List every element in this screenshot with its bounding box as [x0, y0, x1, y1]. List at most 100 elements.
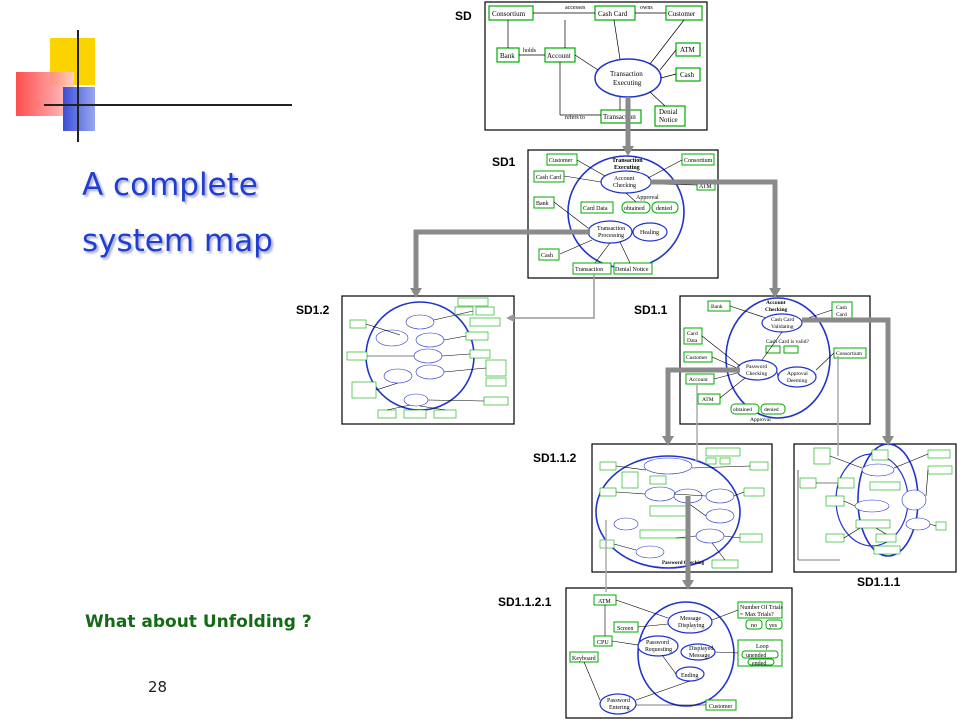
sd-diagram: Consortium Cash Card Customer Bank Accou…: [488, 5, 703, 127]
sd1121-dm-2: Message: [689, 653, 710, 659]
sd1-atm: ATM: [699, 184, 712, 190]
sd11-ac-1: Account: [766, 300, 786, 306]
sd-denial-1: Denial: [659, 108, 678, 116]
sd11-atm: ATM: [702, 397, 714, 403]
sd1-denial-notice: Denial Notice: [615, 267, 649, 273]
sd1-cash-card: Cash Card: [536, 175, 561, 181]
sd1-customer: Customer: [549, 158, 572, 164]
sd11-card-data-2: Data: [687, 338, 698, 344]
sd-te-2: Executing: [613, 79, 642, 87]
label-sd12: SD1.2: [296, 303, 330, 317]
label-sd11: SD1.1: [634, 303, 668, 317]
sd1-ac-1: Account: [614, 176, 635, 182]
sd1121-md-1: Message: [680, 616, 701, 622]
sd-te-1: Transaction: [610, 70, 643, 78]
sd1121-trials-1: Number Of Trials: [740, 604, 783, 611]
sd1121-pe-2: Entering: [609, 705, 630, 711]
sd11-pc-1: Password: [746, 364, 767, 370]
unfolding-question: What about Unfolding ?: [85, 612, 312, 632]
arrow-sd11-to-sd112-thin: [695, 384, 698, 461]
sd1121-no: no: [751, 623, 757, 629]
sd1121-dm-1: Displayed: [689, 646, 713, 652]
sd-owns: owns: [640, 5, 653, 11]
sd1121-pe-1: Password: [607, 698, 630, 704]
sd-accesses: accesses: [565, 5, 586, 11]
arrow-sd11-to-sd111: [802, 317, 891, 442]
arrow-sd1-to-sd11: [650, 179, 778, 294]
sd-account: Account: [547, 52, 571, 60]
label-sd1: SD1: [492, 155, 516, 169]
slide-title-line-1: A complete: [82, 167, 258, 203]
sd-bank: Bank: [500, 52, 515, 60]
arrow-sd1-to-sd12-thin: [510, 274, 595, 319]
sd11-denied: denied: [764, 407, 779, 413]
label-sd112: SD1.1.2: [533, 451, 577, 465]
sd1-te-2: Executing: [614, 165, 640, 171]
sd12-diagram: [346, 297, 509, 419]
sd1-te-1: Transaction: [612, 158, 643, 164]
sd-consortium: Consortium: [492, 10, 526, 18]
sd1-tp-1: Transaction: [597, 226, 625, 232]
sd1-ac-2: Checking: [613, 183, 636, 189]
sd11-card-data-1: Card: [687, 331, 698, 337]
sd1121-keyboard: Keyboard: [572, 656, 596, 662]
sd1-obtained: obtained: [624, 206, 645, 212]
arrow-sd11-to-sd112: [665, 367, 740, 442]
unfolding-arrows: [410, 97, 894, 592]
sd11-customer: Customer: [686, 355, 708, 361]
sd-refers-to: refers to: [565, 114, 585, 121]
sd11-ccv-1: Cash Card: [771, 317, 794, 323]
sd11-ad-2: Deeming: [787, 378, 807, 384]
sd-holds: holds: [523, 48, 537, 54]
sd11-pc-2: Checking: [746, 371, 767, 377]
sd11-account: Account: [689, 377, 708, 383]
sd1121-ending: Ending: [681, 673, 698, 679]
sd1121-yes: yes: [769, 623, 778, 629]
sd1121-unended: unended: [746, 653, 766, 659]
decorative-logo: [0, 0, 300, 170]
label-sd: SD: [455, 9, 472, 23]
sd1121-ended: ended: [752, 661, 766, 667]
sd1-approval: Approval: [636, 195, 659, 201]
sd112-diagram: Password Checking: [595, 447, 769, 569]
sd1-transaction: Transaction: [575, 267, 603, 273]
svg-text:Password Checking: Password Checking: [662, 561, 705, 566]
sd1121-customer: Customer: [709, 704, 732, 710]
sd11-approval: Approval: [750, 417, 771, 423]
sd1121-diagram: ATM Message Displaying Number Of Trials …: [569, 594, 783, 715]
sd11-obtained: obtained: [733, 407, 752, 413]
sd1121-md-2: Displaying: [678, 623, 704, 629]
sd1-card-data: Card Data: [583, 206, 608, 212]
sd1-cash: Cash: [541, 253, 553, 259]
sd1-tp-2: Processing: [598, 233, 624, 239]
logo-vertical-line: [77, 30, 79, 142]
sd-cash-card: Cash Card: [598, 10, 628, 18]
sd-atm: ATM: [680, 46, 696, 54]
sd-denial-2: Notice: [659, 116, 678, 124]
sd11-cash-card-1: Cash: [836, 305, 847, 311]
sd1121-atm: ATM: [598, 599, 611, 605]
sd11-cash-card-2: Card: [836, 312, 847, 318]
slide-title-line-2: system map: [82, 223, 273, 259]
sd1121-pr-2: Requesting: [645, 647, 672, 653]
logo-horizontal-line: [44, 104, 292, 106]
sd1121-screen: Screen: [617, 626, 633, 632]
sd1121-pr-1: Password: [646, 640, 669, 646]
sd1-healing: Healing: [640, 230, 659, 236]
logo-blue-square: [63, 87, 95, 131]
sd-transaction: Transaction: [603, 113, 636, 121]
sd1-consortium: Consortium: [684, 158, 713, 164]
sd1121-trials-2: = Max Trials?: [740, 612, 774, 618]
sd11-ccv-2: Validating: [771, 324, 794, 330]
sd1-denied: denied: [656, 206, 672, 212]
sd1-diagram: Customer Consortium Transaction Executin…: [533, 153, 716, 275]
sd11-cc-valid: Cash Card is valid?: [766, 339, 809, 345]
sd-customer: Customer: [668, 10, 696, 18]
sd11-bank: Bank: [711, 304, 723, 310]
page-number: 28: [148, 678, 168, 696]
label-sd1121: SD1.1.2.1: [498, 595, 552, 609]
sd11-ac-2: Checking: [765, 307, 788, 313]
arrow-sd1-to-sd12: [413, 229, 590, 294]
sd1121-loop: Loop: [756, 644, 769, 650]
